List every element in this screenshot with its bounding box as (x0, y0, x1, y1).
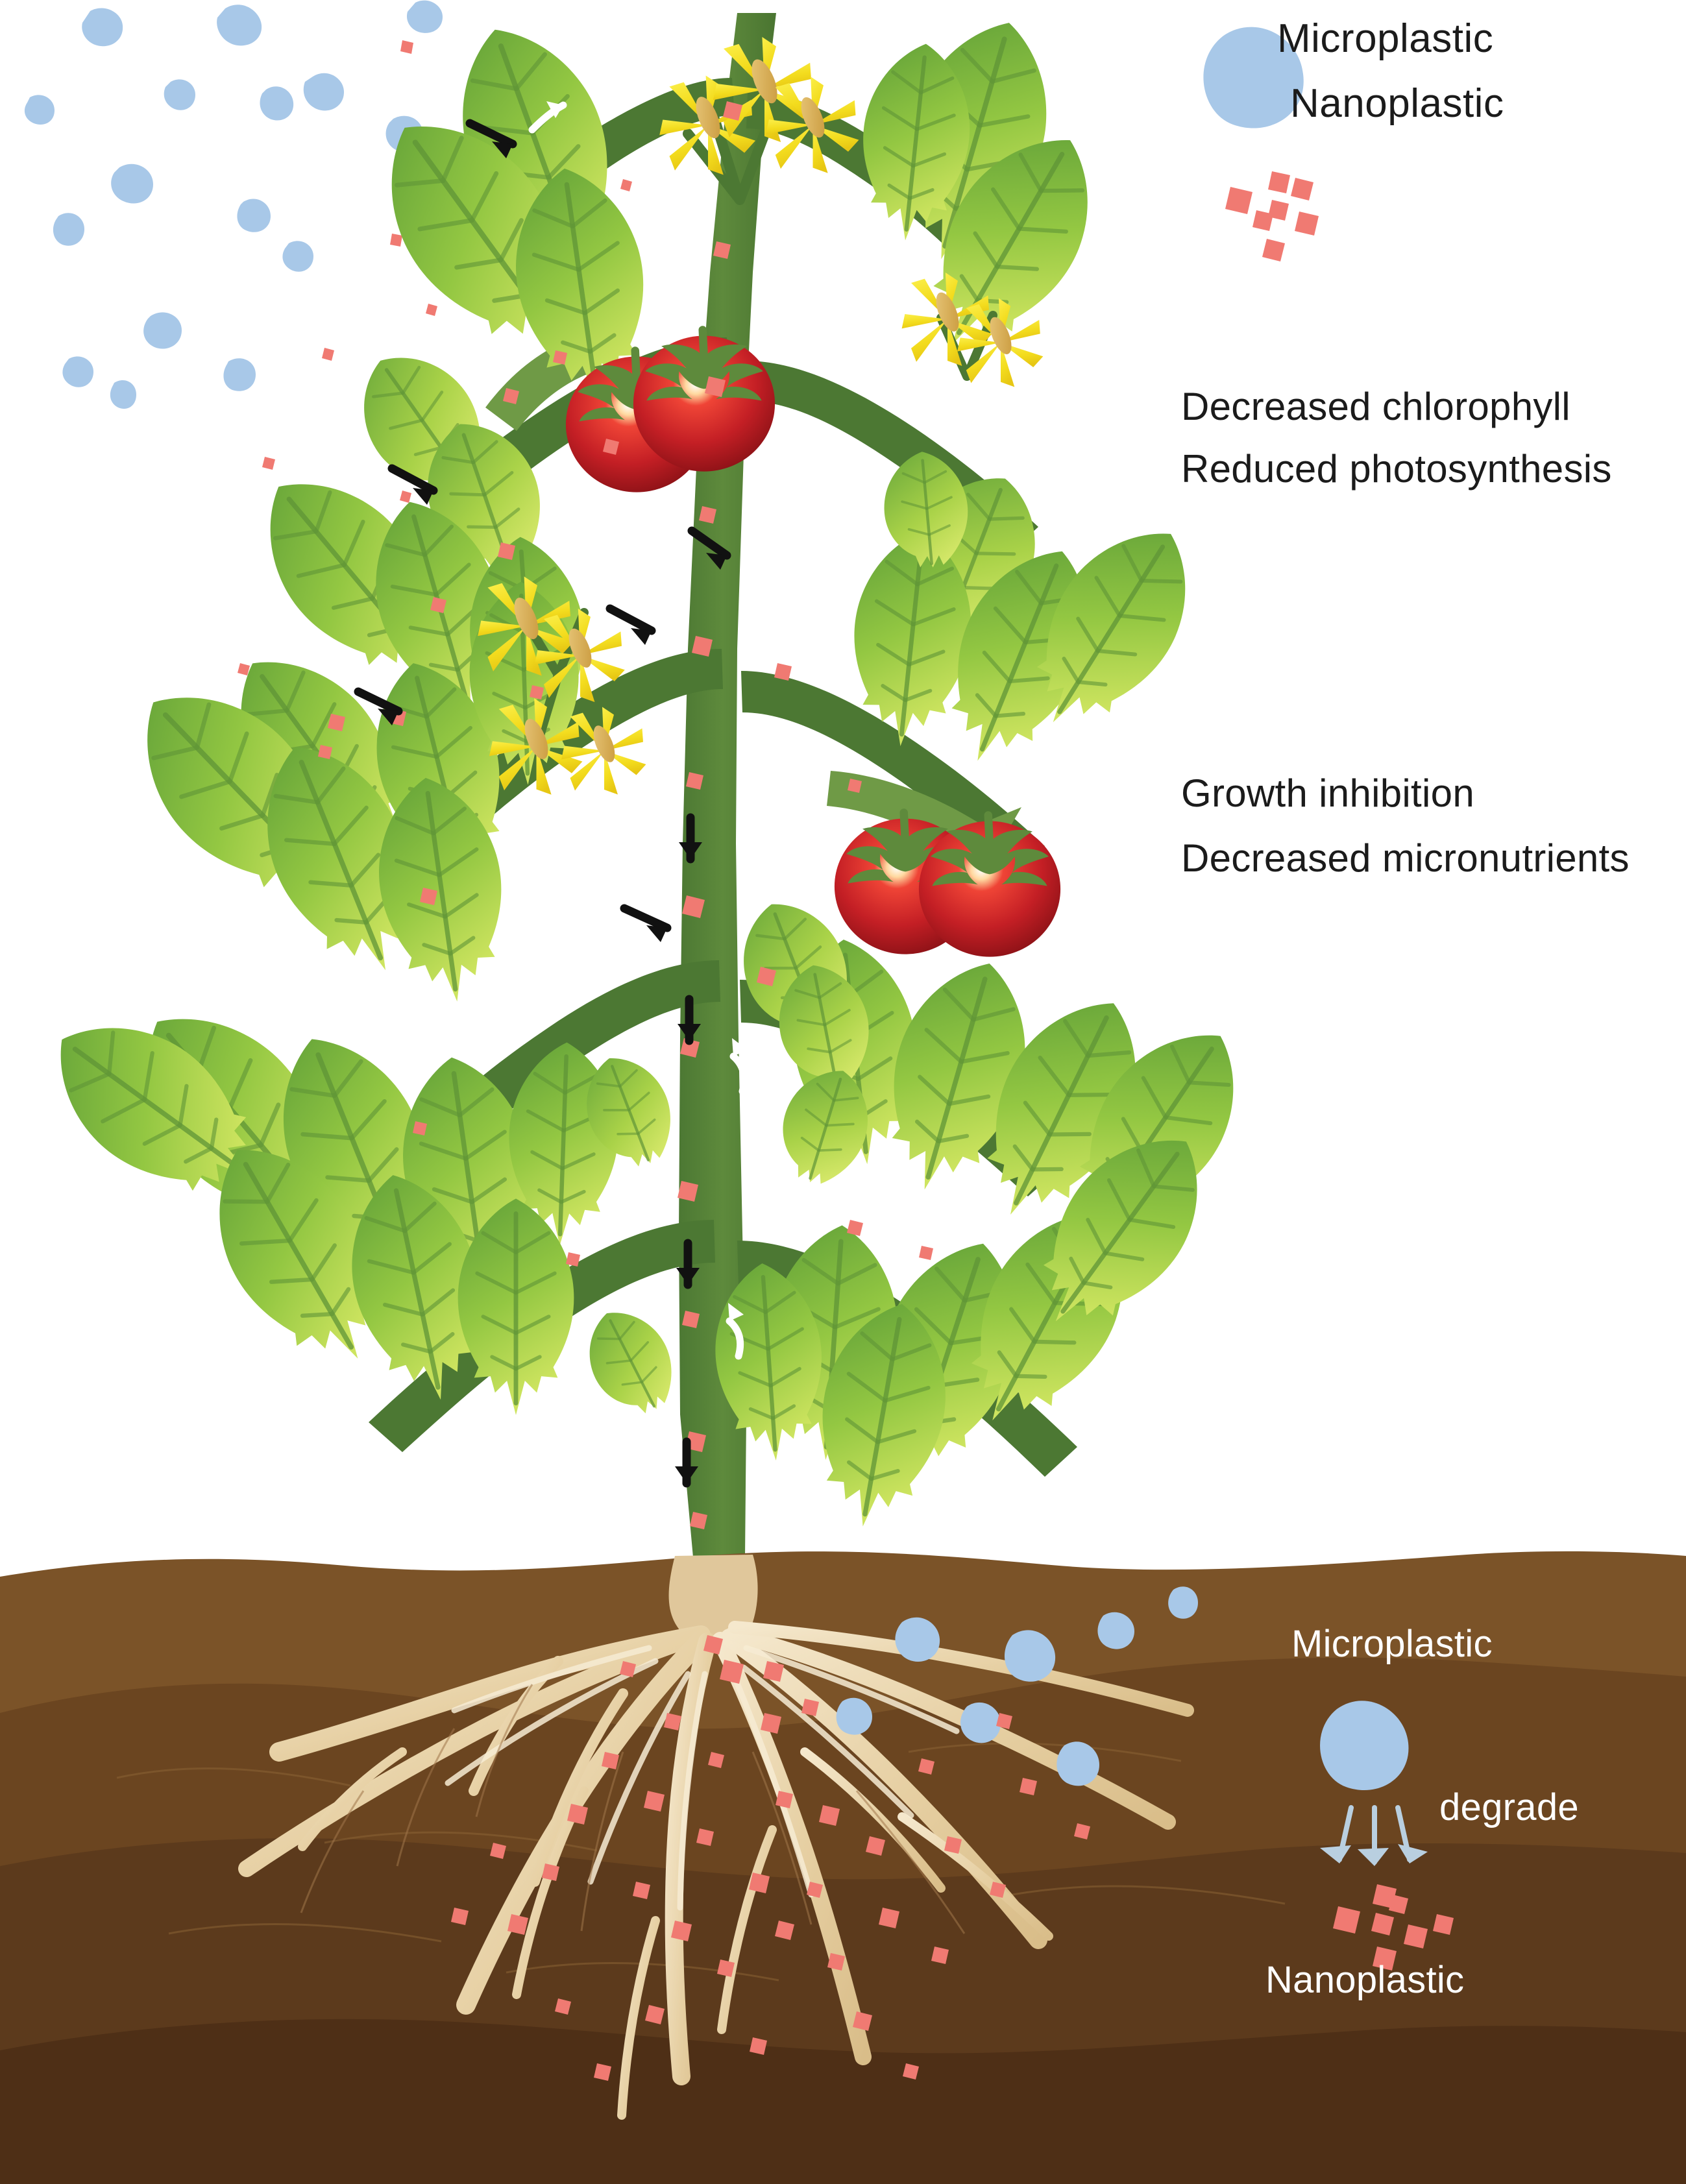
flower-group (478, 37, 1044, 795)
effect-label-decreased-micronutrients: Decreased micronutrients (1181, 836, 1630, 880)
effect-label-decreased-chlorophyll: Decreased chlorophyll (1181, 385, 1570, 428)
legend-microplastic-icon (1203, 27, 1304, 128)
soil-nanoplastic-group (451, 1635, 1090, 2081)
soil-label-microplastic: Microplastic (1291, 1623, 1493, 1665)
degrade-microplastic-blob-icon (1320, 1701, 1409, 1791)
effect-label-reduced-photosynthesis: Reduced photosynthesis (1181, 447, 1612, 491)
soil-label-degrade: degrade (1439, 1786, 1579, 1828)
plant-nanoplastic-group (318, 101, 933, 1529)
legend-label-microplastic: Microplastic (1277, 16, 1494, 61)
air-microplastic-group (24, 0, 443, 409)
soil-degrade-diagram (1320, 1701, 1454, 1971)
root-hair-group (300, 1684, 966, 1934)
leaf-group (25, 5, 1271, 1537)
soil-group (0, 1551, 1686, 2184)
degrade-nanoplastic-specks-icon (1333, 1884, 1454, 1971)
legend-nanoplastic-icon (1225, 171, 1319, 261)
soil-layer-deepest (0, 2019, 1686, 2184)
effect-label-growth-inhibition: Growth inhibition (1181, 771, 1474, 815)
soil-microplastic-group (836, 1586, 1198, 1786)
soil-label-nanoplastic: Nanoplastic (1265, 1959, 1465, 2001)
legend-label-nanoplastic: Nanoplastic (1290, 81, 1504, 126)
